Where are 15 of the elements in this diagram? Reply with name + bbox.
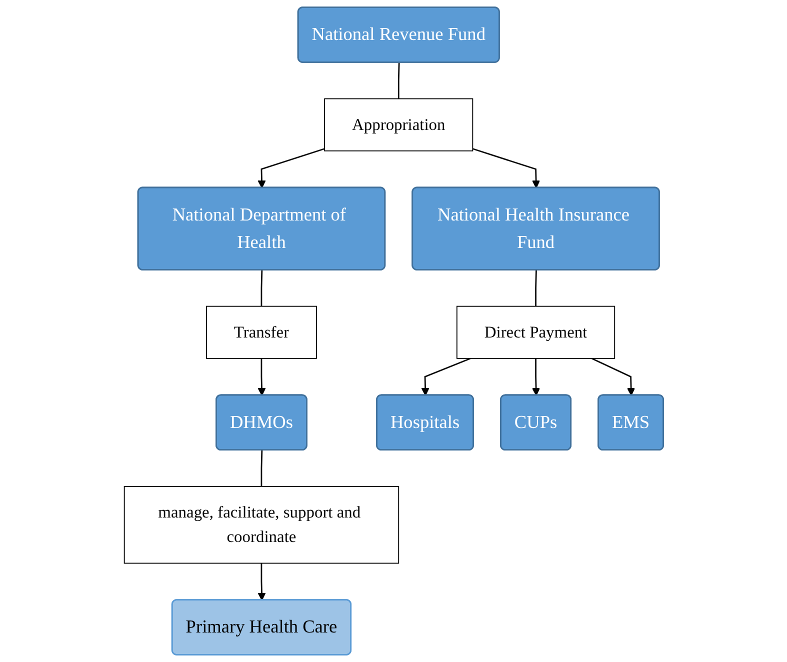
arrow <box>472 148 540 188</box>
arrow <box>257 563 266 601</box>
node-box: Transfer <box>206 306 317 359</box>
arrow <box>257 148 324 188</box>
connector <box>260 450 262 486</box>
arrow <box>532 358 540 396</box>
arrow <box>591 358 635 396</box>
connector <box>398 62 400 99</box>
node-box: manage, facilitate, support and coordinate <box>124 486 399 564</box>
connector <box>260 270 262 306</box>
arrow <box>420 358 471 396</box>
node-box: Appropriation <box>324 98 473 152</box>
node-box: Direct Payment <box>456 306 615 359</box>
arrow <box>257 358 266 396</box>
connector <box>534 270 537 306</box>
